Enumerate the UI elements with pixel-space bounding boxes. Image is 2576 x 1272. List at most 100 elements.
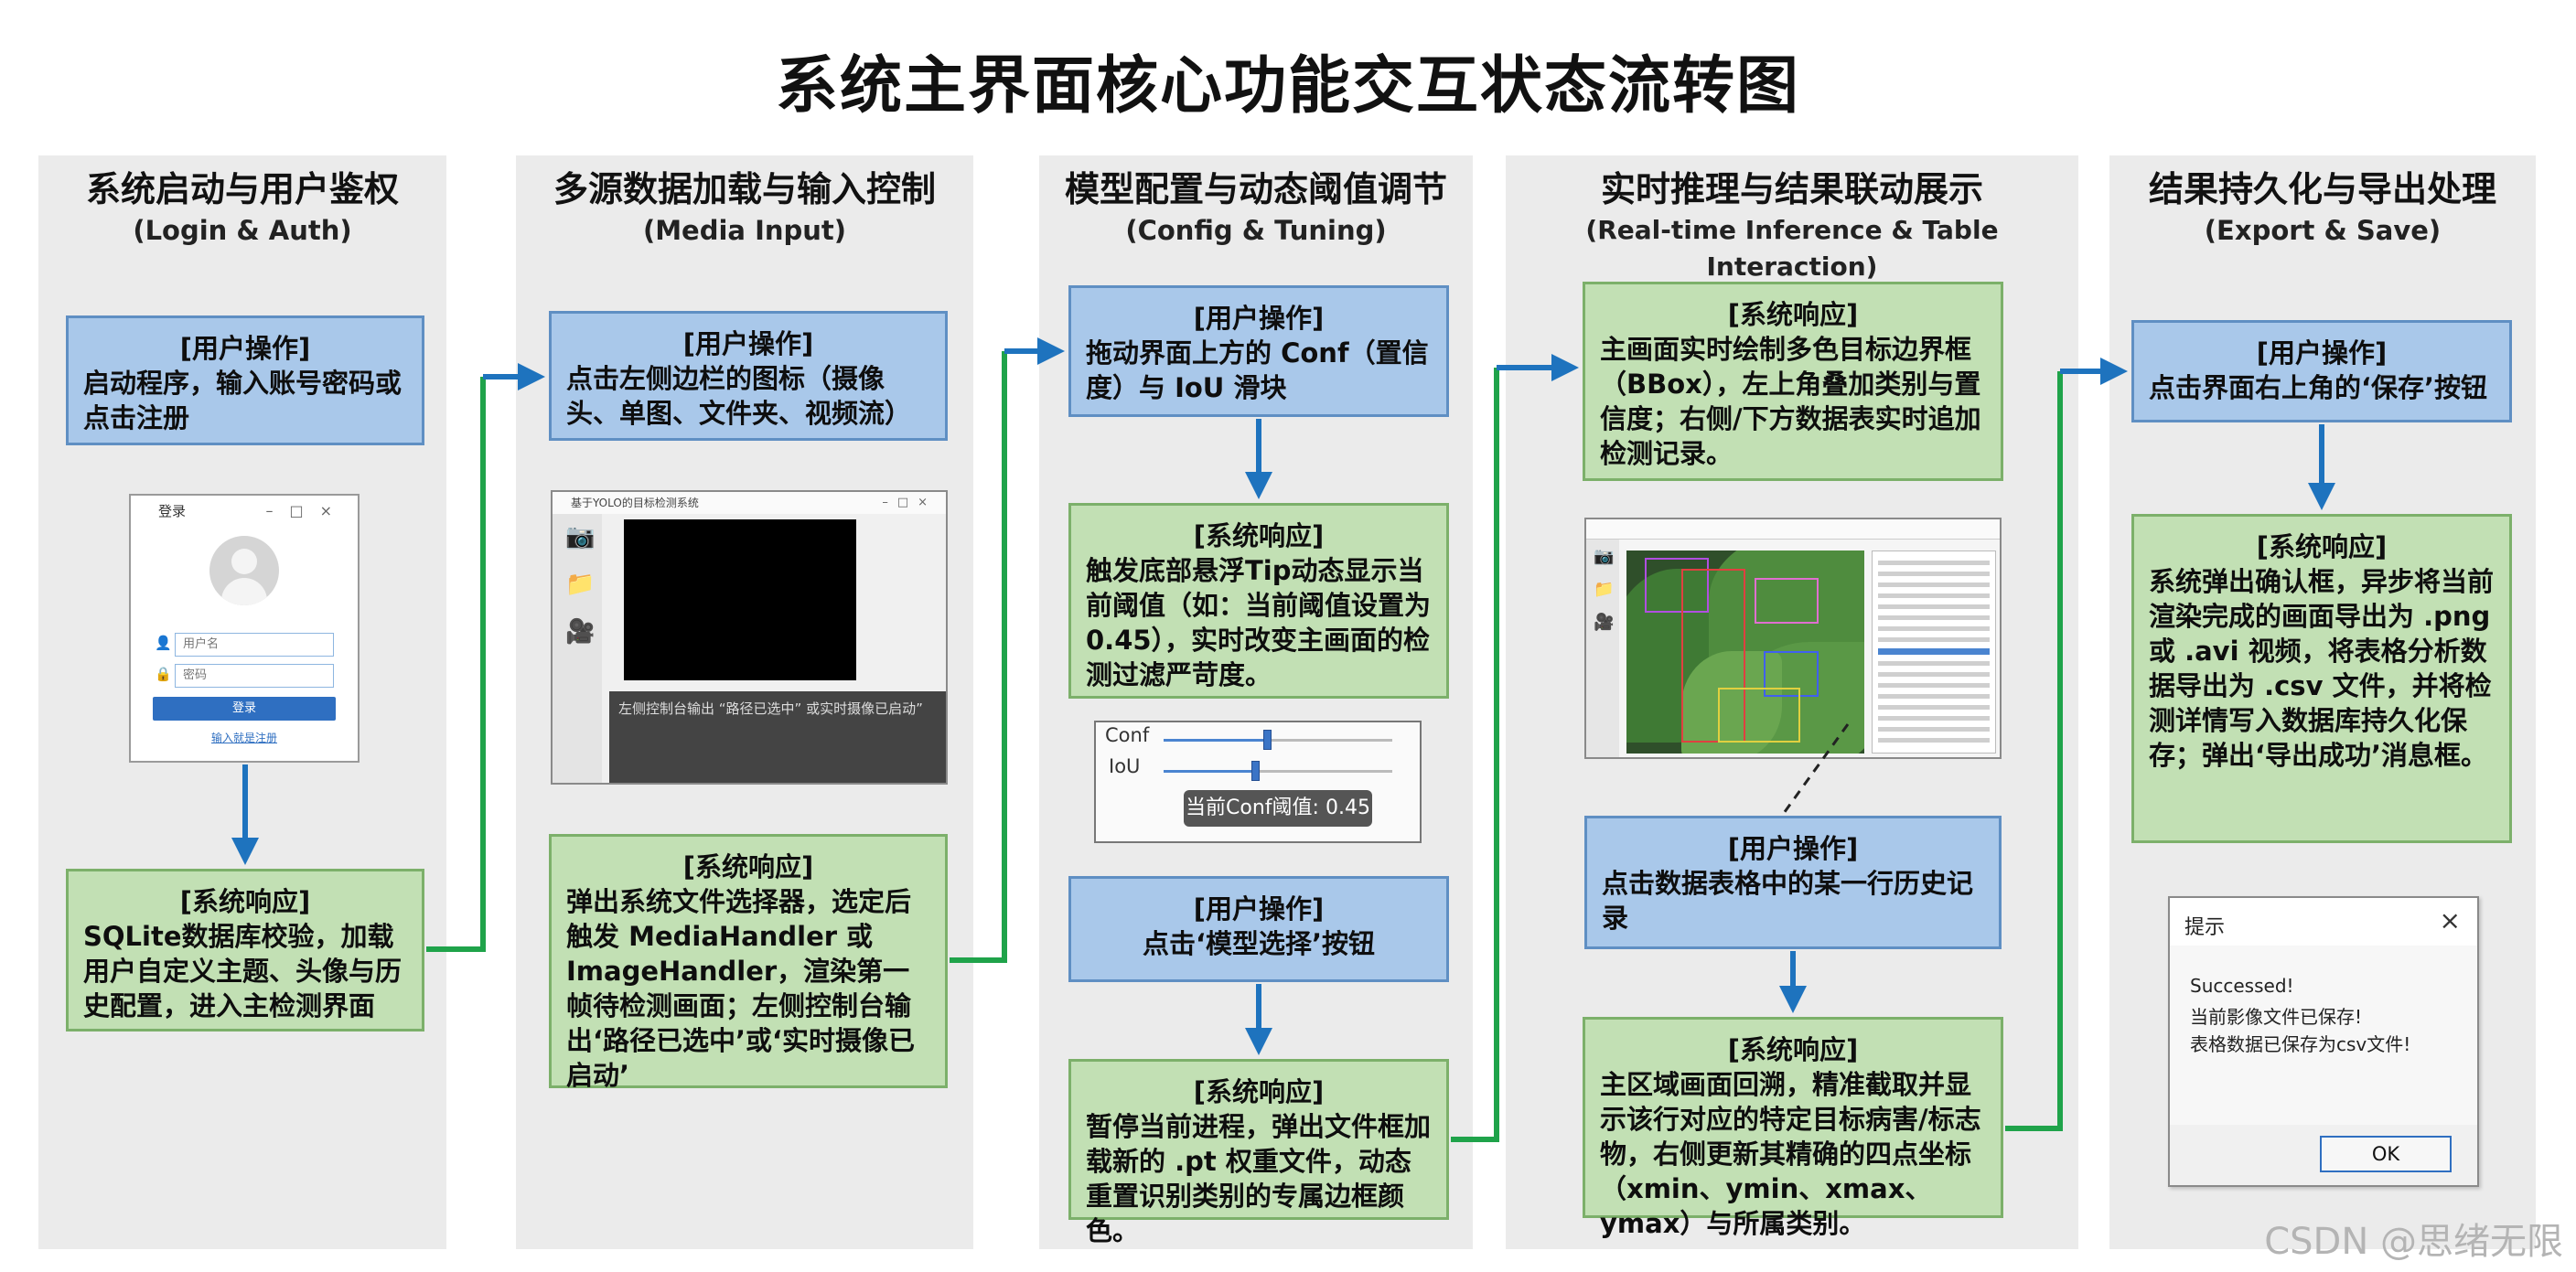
detection-image: [1626, 550, 1864, 754]
table-row[interactable]: [1878, 615, 1990, 620]
bbox: [1764, 651, 1819, 697]
box-tag: [用户操作]: [682, 328, 814, 359]
table-row[interactable]: [1878, 593, 1990, 598]
bbox: [1755, 578, 1819, 624]
table-row[interactable]: [1878, 738, 1990, 743]
user-action-box: [用户操作] 点击界面右上角的‘保存’按钮: [2131, 320, 2512, 422]
ok-button[interactable]: OK: [2320, 1136, 2452, 1172]
threshold-slider-panel: Conf IoU 当前Conf阈值: 0.45: [1094, 721, 1422, 843]
folder-icon[interactable]: 📁: [1594, 580, 1615, 599]
dialog-title: 提示: [2184, 916, 2226, 939]
column-title-en: (Login & Auth): [133, 215, 352, 246]
table-row[interactable]: [1878, 583, 1990, 587]
conf-track: [1164, 739, 1392, 742]
avatar-icon: [209, 536, 279, 605]
box-tag: [用户操作]: [1727, 833, 1859, 864]
password-field[interactable]: 密码: [175, 664, 334, 688]
column-header: 实时推理与结果联动展示 (Real-time Inference & Table…: [1506, 166, 2078, 285]
box-text: 拖动界面上方的 Conf（置信度）与 IoU 滑块: [1086, 337, 1429, 403]
table-row[interactable]: [1878, 604, 1990, 609]
column-title-en: (Config & Tuning): [1125, 215, 1387, 246]
column-header: 模型配置与动态阈值调节 (Config & Tuning): [1039, 166, 1473, 249]
lock-icon: 🔒: [155, 666, 172, 682]
table-row[interactable]: [1878, 705, 1990, 710]
conf-fill: [1164, 739, 1267, 742]
column-header: 结果持久化与导出处理 (Export & Save): [2109, 166, 2536, 249]
box-text: 暂停当前进程，弹出文件框加载新的 .pt 权重文件，动态重置识别类别的专属边框颜…: [1086, 1111, 1432, 1246]
table-row[interactable]: [1878, 626, 1990, 631]
box-text: 点击数据表格中的某一行历史记录: [1602, 868, 1974, 934]
column-title-zh: 结果持久化与导出处理: [2148, 169, 2496, 209]
user-action-box: [用户操作] 点击数据表格中的某一行历史记录: [1584, 816, 2002, 949]
column-title-zh: 系统启动与用户鉴权: [85, 169, 399, 209]
video-icon[interactable]: 🎥: [565, 618, 596, 646]
table-row[interactable]: [1878, 637, 1990, 642]
register-link[interactable]: 输入就是注册: [210, 732, 277, 744]
box-tag: [系统响应]: [1193, 1076, 1325, 1107]
user-action-box: [用户操作] 拖动界面上方的 Conf（置信度）与 IoU 滑块: [1068, 285, 1449, 417]
table-row[interactable]: [1878, 672, 1990, 677]
system-response-box: [系统响应] 主画面实时绘制多色目标边界框（BBox），左上角叠加类别与置信度；…: [1583, 282, 2003, 481]
system-response-box: [系统响应] 主区域画面回溯，精准截取并显示该行对应的特定目标病害/标志物，右侧…: [1583, 1017, 2003, 1239]
bbox: [1681, 569, 1745, 743]
camera-icon[interactable]: 📷: [565, 523, 596, 550]
user-icon: 👤: [155, 635, 172, 651]
table-row[interactable]: [1878, 661, 1990, 666]
box-text: 弹出系统文件选择器，选定后触发 MediaHandler 或 ImageHand…: [566, 886, 916, 1091]
box-tag: [系统响应]: [2256, 531, 2388, 562]
threshold-tooltip: 当前Conf阈值: 0.45: [1184, 790, 1372, 827]
box-tag: [系统响应]: [1727, 1034, 1859, 1065]
media-sidebar: 📷 📁 🎥: [553, 514, 602, 783]
close-icon[interactable]: ×: [2439, 905, 2461, 935]
box-text: 触发底部悬浮Tip动态显示当前阈值（如：当前阈值设置为0.45），实时改变主画面…: [1086, 555, 1432, 690]
inference-sidebar: 📷 📁 🎥: [1586, 540, 1619, 757]
column-title-zh: 实时推理与结果联动展示: [1600, 169, 1983, 209]
conf-slider-handle[interactable]: [1262, 730, 1272, 750]
table-row[interactable]: [1878, 683, 1990, 688]
box-tag: [用户操作]: [1193, 893, 1325, 925]
login-window-title: 登录 –□×: [131, 496, 358, 527]
system-response-box: [系统响应] 弹出系统文件选择器，选定后触发 MediaHandler 或 Im…: [549, 834, 948, 1091]
system-response-box: [系统响应] 暂停当前进程，弹出文件框加载新的 .pt 权重文件，动态重置识别类…: [1068, 1059, 1449, 1246]
box-text: SQLite数据库校验，加载用户自定义主题、头像与历史配置，进入主检测界面: [83, 921, 402, 1021]
video-icon[interactable]: 🎥: [1594, 613, 1615, 632]
column-title-zh: 模型配置与动态阈值调节: [1064, 169, 1447, 209]
iou-slider-handle[interactable]: [1251, 761, 1260, 781]
diagram-title: 系统主界面核心功能交互状态流转图: [775, 50, 1800, 123]
box-text: 点击左侧边栏的图标（摄像头、单图、文件夹、视频流）: [566, 363, 912, 429]
user-action-box: [用户操作] 点击‘模型选择’按钮: [1068, 876, 1449, 982]
dialog-message-line: Successed!: [2190, 975, 2294, 997]
username-field[interactable]: 用户名: [175, 633, 334, 657]
user-action-box: [用户操作] 启动程序，输入账号密码或点击注册: [66, 315, 424, 445]
table-row[interactable]: [1878, 561, 1990, 565]
table-row-selected[interactable]: [1878, 648, 1990, 655]
column-header: 系统启动与用户鉴权 (Login & Auth): [38, 166, 446, 249]
login-button[interactable]: 登录: [153, 697, 336, 721]
box-text: 点击界面右上角的‘保存’按钮: [2149, 372, 2488, 403]
column-title-zh: 多源数据加载与输入控制: [553, 169, 936, 209]
box-tag: [系统响应]: [1193, 520, 1325, 551]
media-window-mock: 基于YOLO的目标检测系统 –□× 📷 📁 🎥 左侧控制台输出 “路径已选中” …: [551, 490, 948, 785]
table-row[interactable]: [1878, 572, 1990, 576]
box-tag: [用户操作]: [2256, 337, 2388, 369]
export-success-dialog: 提示 × Successed! 当前影像文件已保存! 表格数据已保存为csv文件…: [2168, 896, 2479, 1187]
iou-track: [1164, 770, 1392, 773]
box-text: 启动程序，输入账号密码或点击注册: [83, 368, 402, 433]
bbox: [1645, 558, 1709, 613]
table-row[interactable]: [1878, 727, 1990, 732]
box-tag: [系统响应]: [179, 886, 311, 917]
inference-title-bar: [1586, 519, 2000, 540]
media-preview-screen: [624, 519, 856, 680]
detection-table[interactable]: [1872, 550, 1996, 754]
table-row[interactable]: [1878, 716, 1990, 721]
media-window-title: 基于YOLO的目标检测系统 –□×: [553, 492, 946, 514]
box-text: 系统弹出确认框，异步将当前渲染完成的画面导出为 .png 或 .avi 视频，将…: [2149, 566, 2495, 771]
media-console: 左侧控制台输出 “路径已选中” 或实时摄像已启动”: [609, 691, 946, 783]
table-row[interactable]: [1878, 694, 1990, 699]
inference-window-mock: 📷 📁 🎥: [1584, 518, 2002, 759]
box-text: 点击‘模型选择’按钮: [1142, 928, 1376, 959]
folder-icon[interactable]: 📁: [565, 571, 596, 598]
box-tag: [用户操作]: [179, 333, 311, 364]
camera-icon[interactable]: 📷: [1594, 547, 1615, 566]
dialog-footer: OK: [2170, 1125, 2477, 1185]
